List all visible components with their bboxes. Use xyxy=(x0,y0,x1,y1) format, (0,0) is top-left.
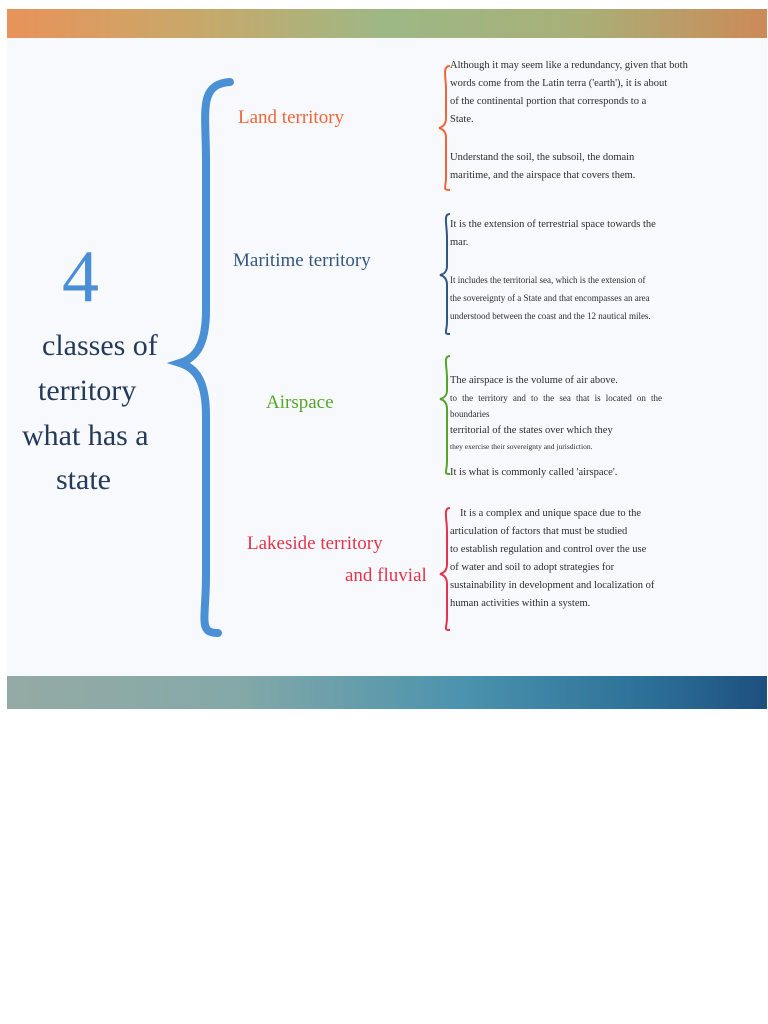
lakeside-desc-line: human activities within a system. xyxy=(450,598,591,609)
airspace-desc-line: territorial of the states over which the… xyxy=(450,425,613,436)
top-gradient-band xyxy=(7,9,767,38)
lakeside-description: It is a complex and unique space due to … xyxy=(450,505,714,613)
main-curly-brace xyxy=(166,78,234,637)
title-line-4: state xyxy=(56,463,111,496)
lakeside-desc-line: to establish regulation and control over… xyxy=(450,544,647,555)
maritime-desc-line: It is the extension of terrestrial space… xyxy=(450,219,656,230)
class-count-number: 4 xyxy=(62,236,99,318)
land-desc-line: State. xyxy=(450,114,474,125)
title-line-3: what has a xyxy=(22,419,149,452)
land-desc-line: words come from the Latin terra ('earth'… xyxy=(450,78,668,89)
airspace-brace xyxy=(439,355,451,475)
category-airspace-label: Airspace xyxy=(266,392,334,413)
airspace-desc-line: to the territory and to the sea that is … xyxy=(450,393,662,419)
lakeside-desc-line: of water and soil to adopt strategies fo… xyxy=(450,562,615,573)
land-desc-line: maritime, and the airspace that covers t… xyxy=(450,170,636,181)
category-maritime-label: Maritime territory xyxy=(233,250,371,271)
airspace-description-2: It is what is commonly called 'airspace'… xyxy=(450,464,690,482)
airspace-desc-line: The airspace is the volume of air above. xyxy=(450,375,618,386)
bottom-gradient-band xyxy=(7,676,767,709)
category-land-label: Land territory xyxy=(238,107,345,128)
land-brace xyxy=(438,65,451,191)
land-description: Although it may seem like a redundancy, … xyxy=(450,57,688,129)
slide xyxy=(7,9,767,709)
land-desc-line: Although it may seem like a redundancy, … xyxy=(450,60,688,71)
title-line-1: classes of xyxy=(42,329,158,362)
maritime-description: It is the extension of terrestrial space… xyxy=(450,216,690,252)
maritime-desc-line: the sovereignty of a State and that enco… xyxy=(450,293,650,303)
lakeside-desc-line: articulation of factors that must be stu… xyxy=(450,526,628,537)
land-desc-line: Understand the soil, the subsoil, the do… xyxy=(450,152,635,163)
category-lakeside-label-line-1: Lakeside territory xyxy=(247,533,383,554)
category-lakeside-label-line-2: and fluvial xyxy=(345,565,427,586)
airspace-description: The airspace is the volume of air above.… xyxy=(450,372,662,454)
maritime-description-2: It includes the territorial sea, which i… xyxy=(450,271,686,325)
maritime-desc-line: understood between the coast and the 12 … xyxy=(450,311,651,321)
maritime-desc-line: mar. xyxy=(450,237,469,248)
title-line-2: territory xyxy=(38,374,137,407)
lakeside-brace xyxy=(439,507,451,631)
airspace-desc-line: they exercise their sovereignty and juri… xyxy=(450,442,593,451)
land-description-2: Understand the soil, the subsoil, the do… xyxy=(450,149,686,185)
maritime-brace xyxy=(439,213,451,335)
land-desc-line: of the continental portion that correspo… xyxy=(450,96,647,107)
airspace-desc-line: It is what is commonly called 'airspace'… xyxy=(450,467,618,478)
lakeside-desc-line: sustainability in development and locali… xyxy=(450,580,655,591)
lakeside-desc-line: It is a complex and unique space due to … xyxy=(460,508,642,519)
maritime-desc-line: It includes the territorial sea, which i… xyxy=(450,275,646,285)
